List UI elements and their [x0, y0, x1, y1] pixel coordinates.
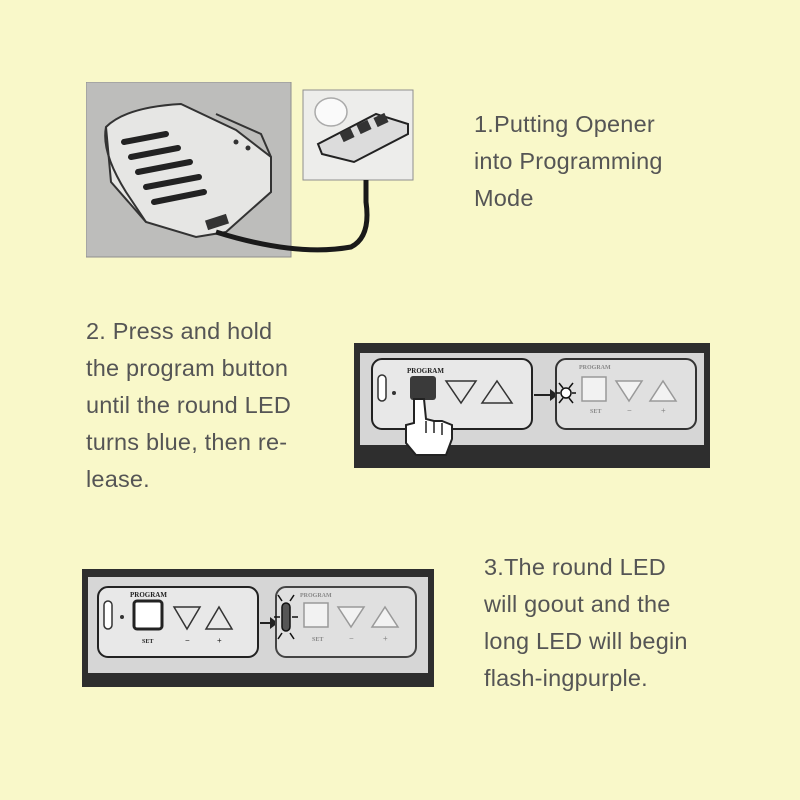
step-3-text: 3.The round LED will goout and the long … [484, 554, 688, 691]
step-1-text: 1.Putting Opener into Programming Mode [474, 111, 663, 211]
plus-label-1: + [661, 406, 666, 415]
step-2-text: 2. Press and hold the program button unt… [86, 318, 291, 492]
press-program-illustration: PROGRAM PROGRAM SET − + [354, 343, 710, 468]
minus-label-1: − [627, 406, 632, 415]
program-label-4: PROGRAM [300, 593, 332, 599]
plus-label-3: + [383, 634, 388, 643]
minus-label-3: − [349, 634, 354, 643]
plus-label-2: + [217, 636, 222, 645]
opener-illustration [86, 82, 414, 258]
set-label-3: SET [312, 637, 323, 643]
set-label-2: SET [142, 639, 153, 645]
program-label-1: PROGRAM [407, 367, 444, 375]
led-flash-illustration: PROGRAM SET − + PROGRAM SET − + [82, 569, 434, 687]
set-label-1: SET [590, 409, 601, 415]
program-label-2: PROGRAM [579, 365, 611, 371]
minus-label-2: − [185, 636, 190, 645]
pointing-hand-icon [405, 398, 453, 456]
program-label-3: PROGRAM [130, 591, 167, 599]
